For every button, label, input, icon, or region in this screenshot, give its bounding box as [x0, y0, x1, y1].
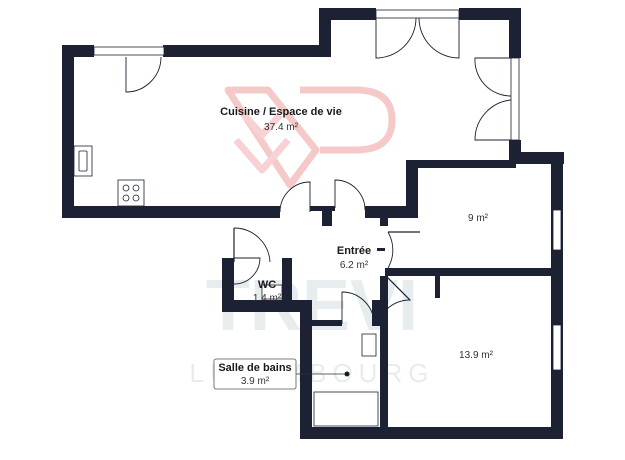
- room-bathroom: Salle de bains 3.9 m²: [213, 358, 350, 390]
- room-wc-area: 1.4 m²: [253, 293, 282, 304]
- watermark-logo: [224, 86, 396, 189]
- window-kitchen: [93, 46, 165, 56]
- windows: [93, 9, 562, 371]
- bathroom-pointer-dot: [344, 371, 350, 377]
- stove-icon: [117, 179, 145, 207]
- walls: [62, 8, 564, 439]
- window-door-right: [510, 57, 520, 141]
- room-kitchen-name: Cuisine / Espace de vie: [220, 106, 342, 118]
- room-bathroom-name: Salle de bains: [218, 362, 291, 374]
- room-bathroom-area: 3.9 m²: [241, 376, 270, 387]
- room-kitchen: Cuisine / Espace de vie 37.4 m²: [220, 106, 342, 133]
- room-bedroom2-area: 13.9 m²: [459, 350, 494, 361]
- room-entree: Entrée 6.2 m²: [337, 245, 371, 271]
- bathtub-icon: [313, 391, 379, 427]
- doors: [125, 17, 512, 325]
- window-bedroom1: [552, 209, 562, 251]
- window-door-top: [375, 9, 460, 19]
- washbasin-icon: [361, 333, 377, 357]
- room-wc-name: WC: [258, 279, 276, 291]
- toilet-icon: [261, 284, 283, 300]
- room-wc: WC 1.4 m²: [253, 279, 282, 304]
- room-entree-name: Entrée: [337, 245, 371, 257]
- fixtures: [73, 145, 385, 427]
- room-bedroom1: 9 m²: [468, 213, 489, 224]
- window-bedroom2: [552, 324, 562, 371]
- room-kitchen-area: 37.4 m²: [264, 122, 299, 133]
- room-bedroom1-area: 9 m²: [468, 213, 489, 224]
- room-entree-area: 6.2 m²: [340, 260, 369, 271]
- room-bedroom2: 13.9 m²: [459, 350, 494, 361]
